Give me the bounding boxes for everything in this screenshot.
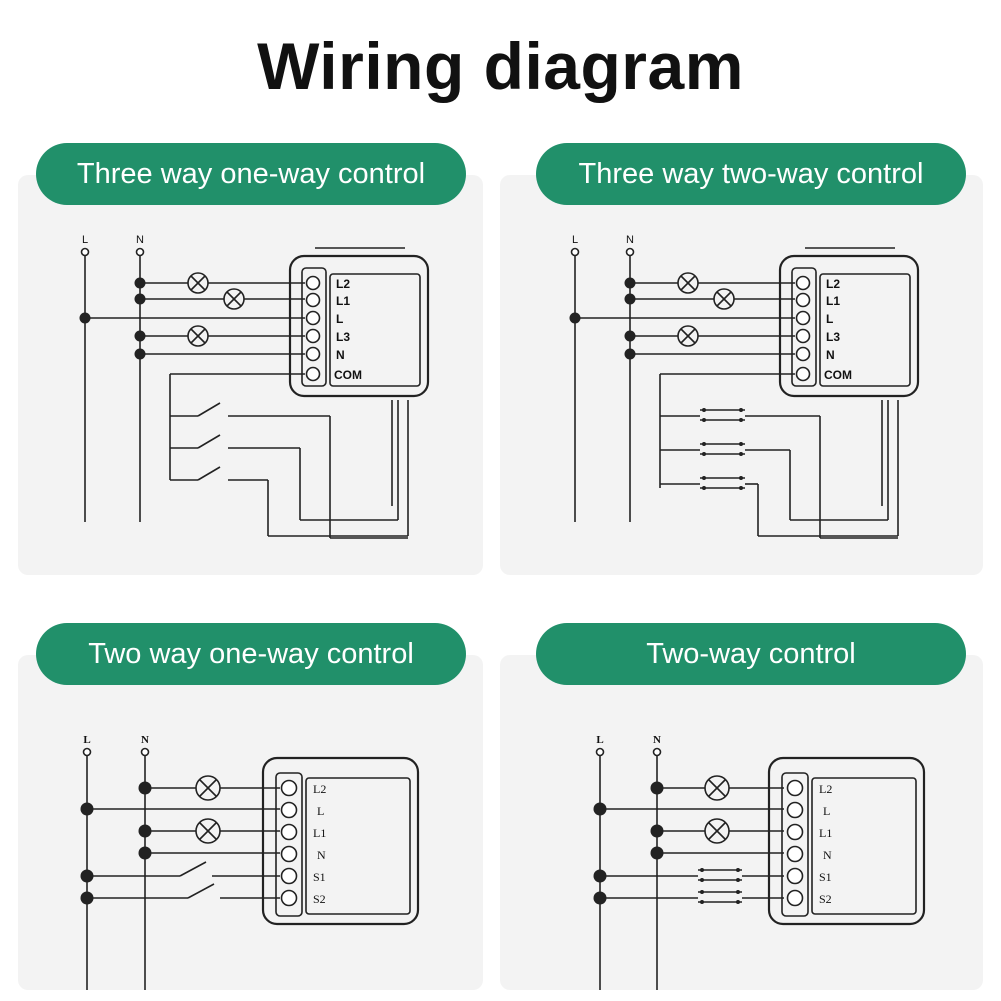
- terminal-label: N: [317, 848, 326, 862]
- heading-two-way-one-way: Two way one-way control: [36, 623, 466, 685]
- panel-two-way: [500, 655, 983, 990]
- terminal-label: N: [826, 348, 835, 362]
- panel-two-way-one-way: [18, 655, 483, 990]
- terminal-label: N: [823, 848, 832, 862]
- terminal-label: L: [317, 804, 324, 818]
- rail-label-n: N: [141, 734, 149, 746]
- terminal-label: L: [826, 312, 833, 326]
- heading-three-way-two-way: Three way two-way control: [536, 143, 966, 205]
- terminal-label: COM: [824, 368, 852, 382]
- lamp-icon: [704, 775, 730, 801]
- rail-label-n: N: [136, 234, 144, 246]
- terminal-label: L1: [819, 826, 832, 840]
- lamp-icon: [677, 272, 699, 294]
- lamp-icon: [704, 818, 730, 844]
- terminal-label: L3: [336, 330, 350, 344]
- rail-label-l: L: [572, 234, 578, 246]
- lamp-icon: [677, 325, 699, 347]
- terminal-label: L1: [313, 826, 326, 840]
- lamp-icon: [187, 272, 209, 294]
- terminal-label: L: [336, 312, 343, 326]
- wiring-diagram-three-way-one-way: L N L2 L1 L L3 N COM: [79, 234, 430, 539]
- rail-label-l: L: [82, 234, 88, 246]
- panel-three-way-two-way: [500, 175, 983, 575]
- terminal-label: L2: [826, 277, 840, 291]
- terminal-label: L: [823, 804, 830, 818]
- rail-label-l: L: [83, 734, 90, 746]
- rail-label-n: N: [626, 234, 634, 246]
- terminal-label: L3: [826, 330, 840, 344]
- wiring-diagram-two-way-one-way: L N L2 L L1 N S1 S2: [80, 734, 420, 990]
- lamp-icon: [223, 288, 245, 310]
- terminal-label: L2: [313, 782, 326, 796]
- terminal-label: N: [336, 348, 345, 362]
- lamp-icon: [187, 325, 209, 347]
- wiring-diagram-three-way-two-way: L N L2 L1 L L3 N COM: [569, 234, 920, 539]
- page-title: Wiring diagram: [257, 29, 744, 103]
- rail-label-l: L: [596, 734, 603, 746]
- lamp-icon: [195, 775, 221, 801]
- terminal-label: S2: [819, 892, 832, 906]
- terminal-label: L1: [826, 294, 840, 308]
- wiring-diagram-two-way: L N L2 L L1 N S1 S2: [593, 734, 926, 990]
- terminal-label: S1: [819, 870, 832, 884]
- terminal-label: L2: [336, 277, 350, 291]
- panel-three-way-one-way: [18, 175, 483, 575]
- terminal-label: L1: [336, 294, 350, 308]
- terminal-label: COM: [334, 368, 362, 382]
- heading-two-way: Two-way control: [536, 623, 966, 685]
- terminal-label: S1: [313, 870, 326, 884]
- rail-label-n: N: [653, 734, 661, 746]
- lamp-icon: [713, 288, 735, 310]
- terminal-label: L2: [819, 782, 832, 796]
- lamp-icon: [195, 818, 221, 844]
- heading-three-way-one-way: Three way one-way control: [36, 143, 466, 205]
- terminal-label: S2: [313, 892, 326, 906]
